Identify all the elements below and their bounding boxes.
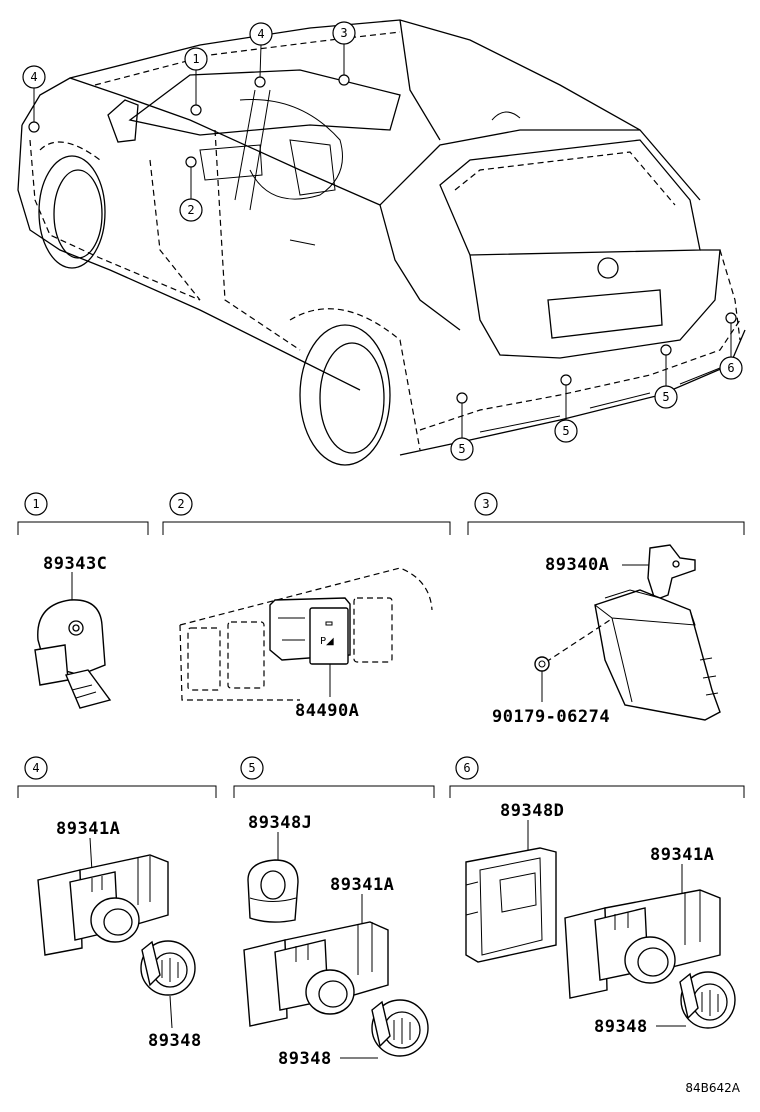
part-number: 89348	[278, 1049, 332, 1069]
sensor-dot	[560, 374, 572, 386]
sensor-retainer	[371, 999, 429, 1057]
sensor-dot	[338, 74, 350, 86]
sensor-with-bracket	[564, 889, 721, 999]
part-number: 89348J	[248, 813, 312, 833]
section-number: 5	[248, 761, 255, 775]
ultrasonic-sensor-part	[34, 599, 112, 709]
section-1: 1 89343C	[17, 492, 149, 709]
vehicle-callouts: 4 1 4 3 2 5 5 5 6	[22, 21, 743, 461]
callout-number: 4	[30, 70, 37, 84]
section-number: 1	[32, 497, 39, 511]
sensor-dot	[725, 312, 737, 324]
callout-number: 3	[340, 26, 347, 40]
sensor-dot	[660, 344, 672, 356]
section-6: 6 89348D 89341A 89348	[449, 756, 745, 1037]
callout-number: 1	[192, 52, 199, 66]
part-number: 84490A	[295, 701, 359, 721]
sensor-dot	[190, 104, 202, 116]
clearance-sonar-switch: P◢	[269, 597, 351, 665]
sensor-locations	[28, 74, 737, 404]
sensor-retainer	[140, 940, 196, 996]
section-number: 4	[32, 761, 39, 775]
part-number: 90179-06274	[492, 707, 610, 727]
vehicle-illustration	[17, 19, 746, 466]
section-number: 2	[177, 497, 184, 511]
sensor-dot	[28, 121, 40, 133]
part-number: 89341A	[56, 819, 120, 839]
sensor-retainer	[679, 971, 736, 1029]
section-number: 3	[482, 497, 489, 511]
bolt-part	[534, 619, 611, 702]
callout-number: 5	[662, 390, 669, 404]
sensor-dot	[254, 76, 266, 88]
section-3: 3 89340A 90179-06274	[467, 492, 745, 727]
ecu-module-part	[594, 544, 721, 721]
part-number: 89341A	[650, 845, 714, 865]
part-number: 89341A	[330, 875, 394, 895]
sensor-with-bracket	[243, 921, 389, 1027]
sensor-dot	[185, 156, 197, 168]
section-4: 4 89341A 89348	[17, 756, 217, 1051]
callout-number: 5	[458, 442, 465, 456]
sensor-cover-part	[247, 859, 299, 923]
part-number: 89343C	[43, 554, 107, 574]
sensor-with-bracket	[37, 854, 169, 956]
sensor-dot	[456, 392, 468, 404]
section-number: 6	[463, 761, 470, 775]
callout-number: 5	[562, 424, 569, 438]
switch-label: P◢	[320, 636, 334, 647]
switch-panel	[179, 567, 433, 701]
sensor-holder-part	[465, 847, 557, 963]
section-2: 2 P◢ 84490A	[162, 492, 451, 721]
part-number: 89348	[148, 1031, 202, 1051]
callout-number: 2	[187, 203, 194, 217]
section-5: 5 89348J 89341A 89348	[233, 756, 435, 1069]
part-number: 89348	[594, 1017, 648, 1037]
callout-number: 6	[727, 361, 734, 375]
part-number: 89348D	[500, 801, 564, 821]
reference-code: 84B642A	[685, 1081, 740, 1095]
part-number: 89340A	[545, 555, 609, 575]
callout-number: 4	[257, 27, 264, 41]
